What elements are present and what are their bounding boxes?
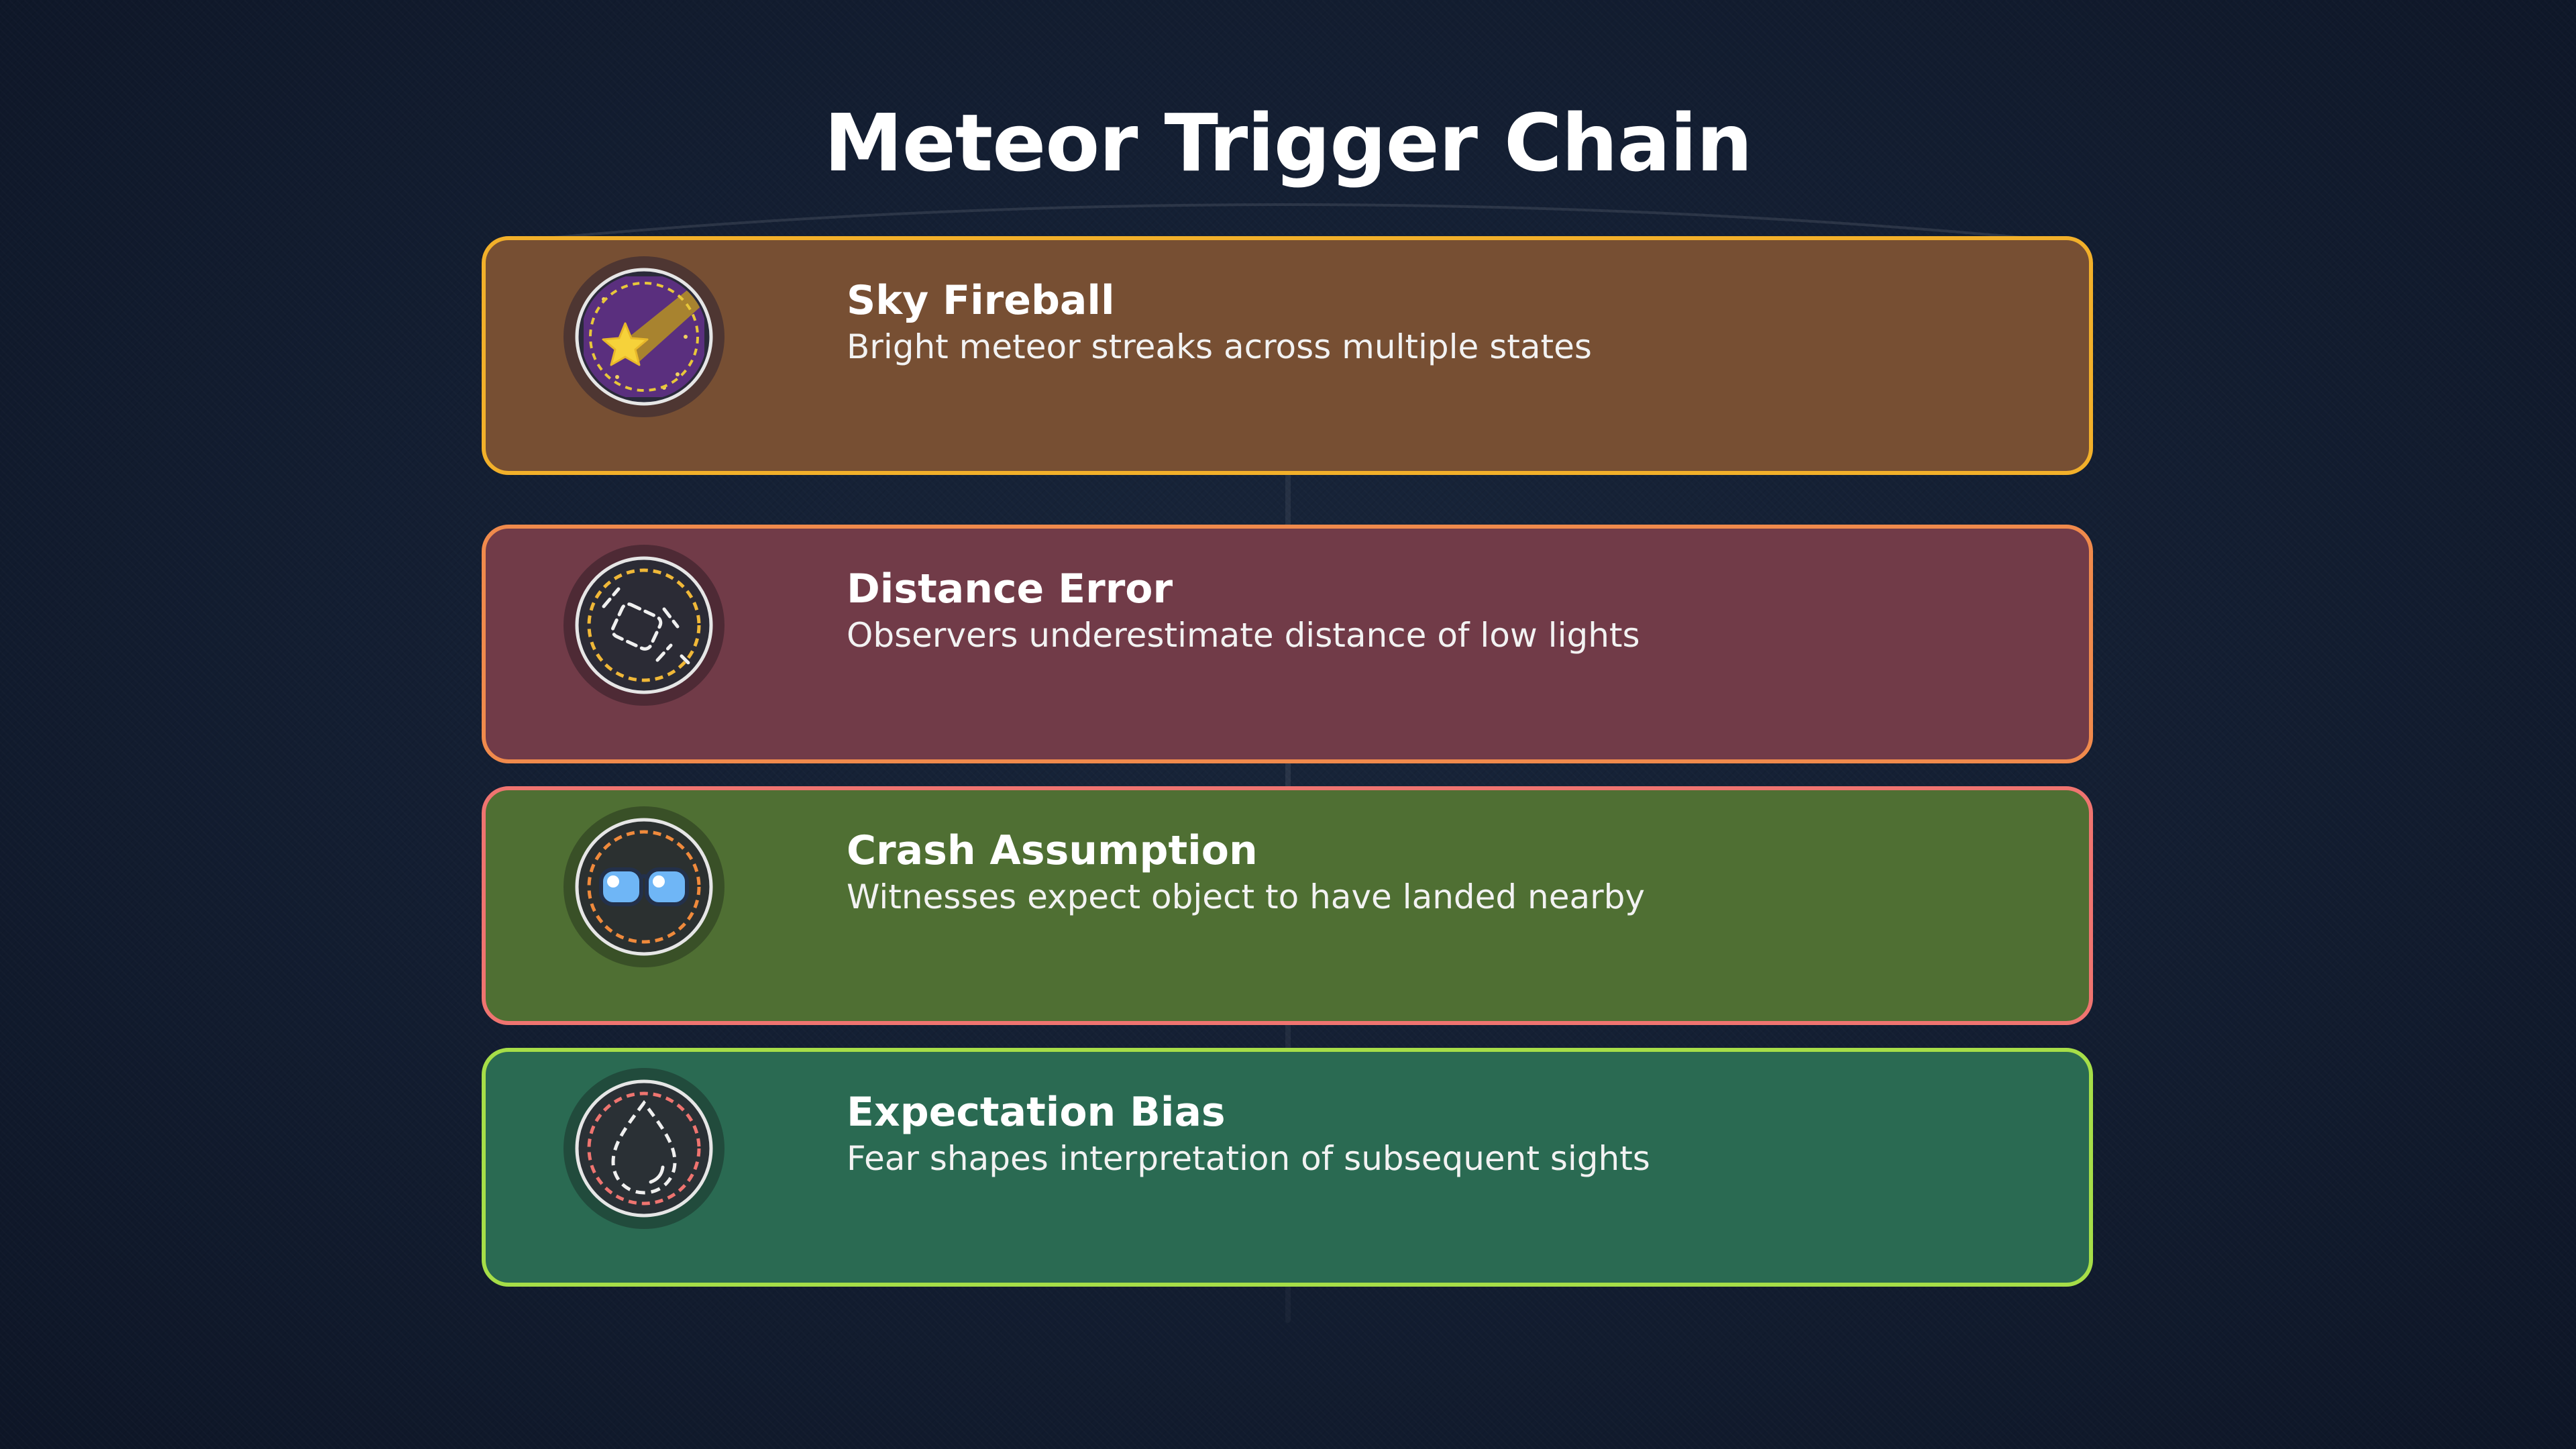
step-card-crash-assumption: Crash Assumption Witnesses expect object… <box>482 786 2093 1025</box>
step-title: Distance Error <box>847 566 1173 612</box>
step-card-expectation-bias: Expectation Bias Fear shapes interpretat… <box>482 1048 2093 1287</box>
step-description: Observers underestimate distance of low … <box>847 616 1640 655</box>
page-title: Meteor Trigger Chain <box>824 97 1752 189</box>
step-description: Witnesses expect object to have landed n… <box>847 877 1646 916</box>
step-description: Bright meteor streaks across multiple st… <box>847 327 1592 366</box>
shooting-star-icon <box>564 256 724 417</box>
step-title: Crash Assumption <box>847 827 1258 874</box>
glasses-icon <box>564 806 724 967</box>
connector-line <box>1285 236 1291 1323</box>
step-title: Expectation Bias <box>847 1089 1226 1136</box>
distance-gauge-icon <box>564 545 724 706</box>
step-card-distance-error: Distance Error Observers underestimate d… <box>482 525 2093 763</box>
step-title: Sky Fireball <box>847 277 1115 324</box>
step-description: Fear shapes interpretation of subsequent… <box>847 1139 1650 1178</box>
step-card-sky-fireball: Sky Fireball Bright meteor streaks acros… <box>482 236 2093 475</box>
fear-drop-icon <box>564 1068 724 1229</box>
